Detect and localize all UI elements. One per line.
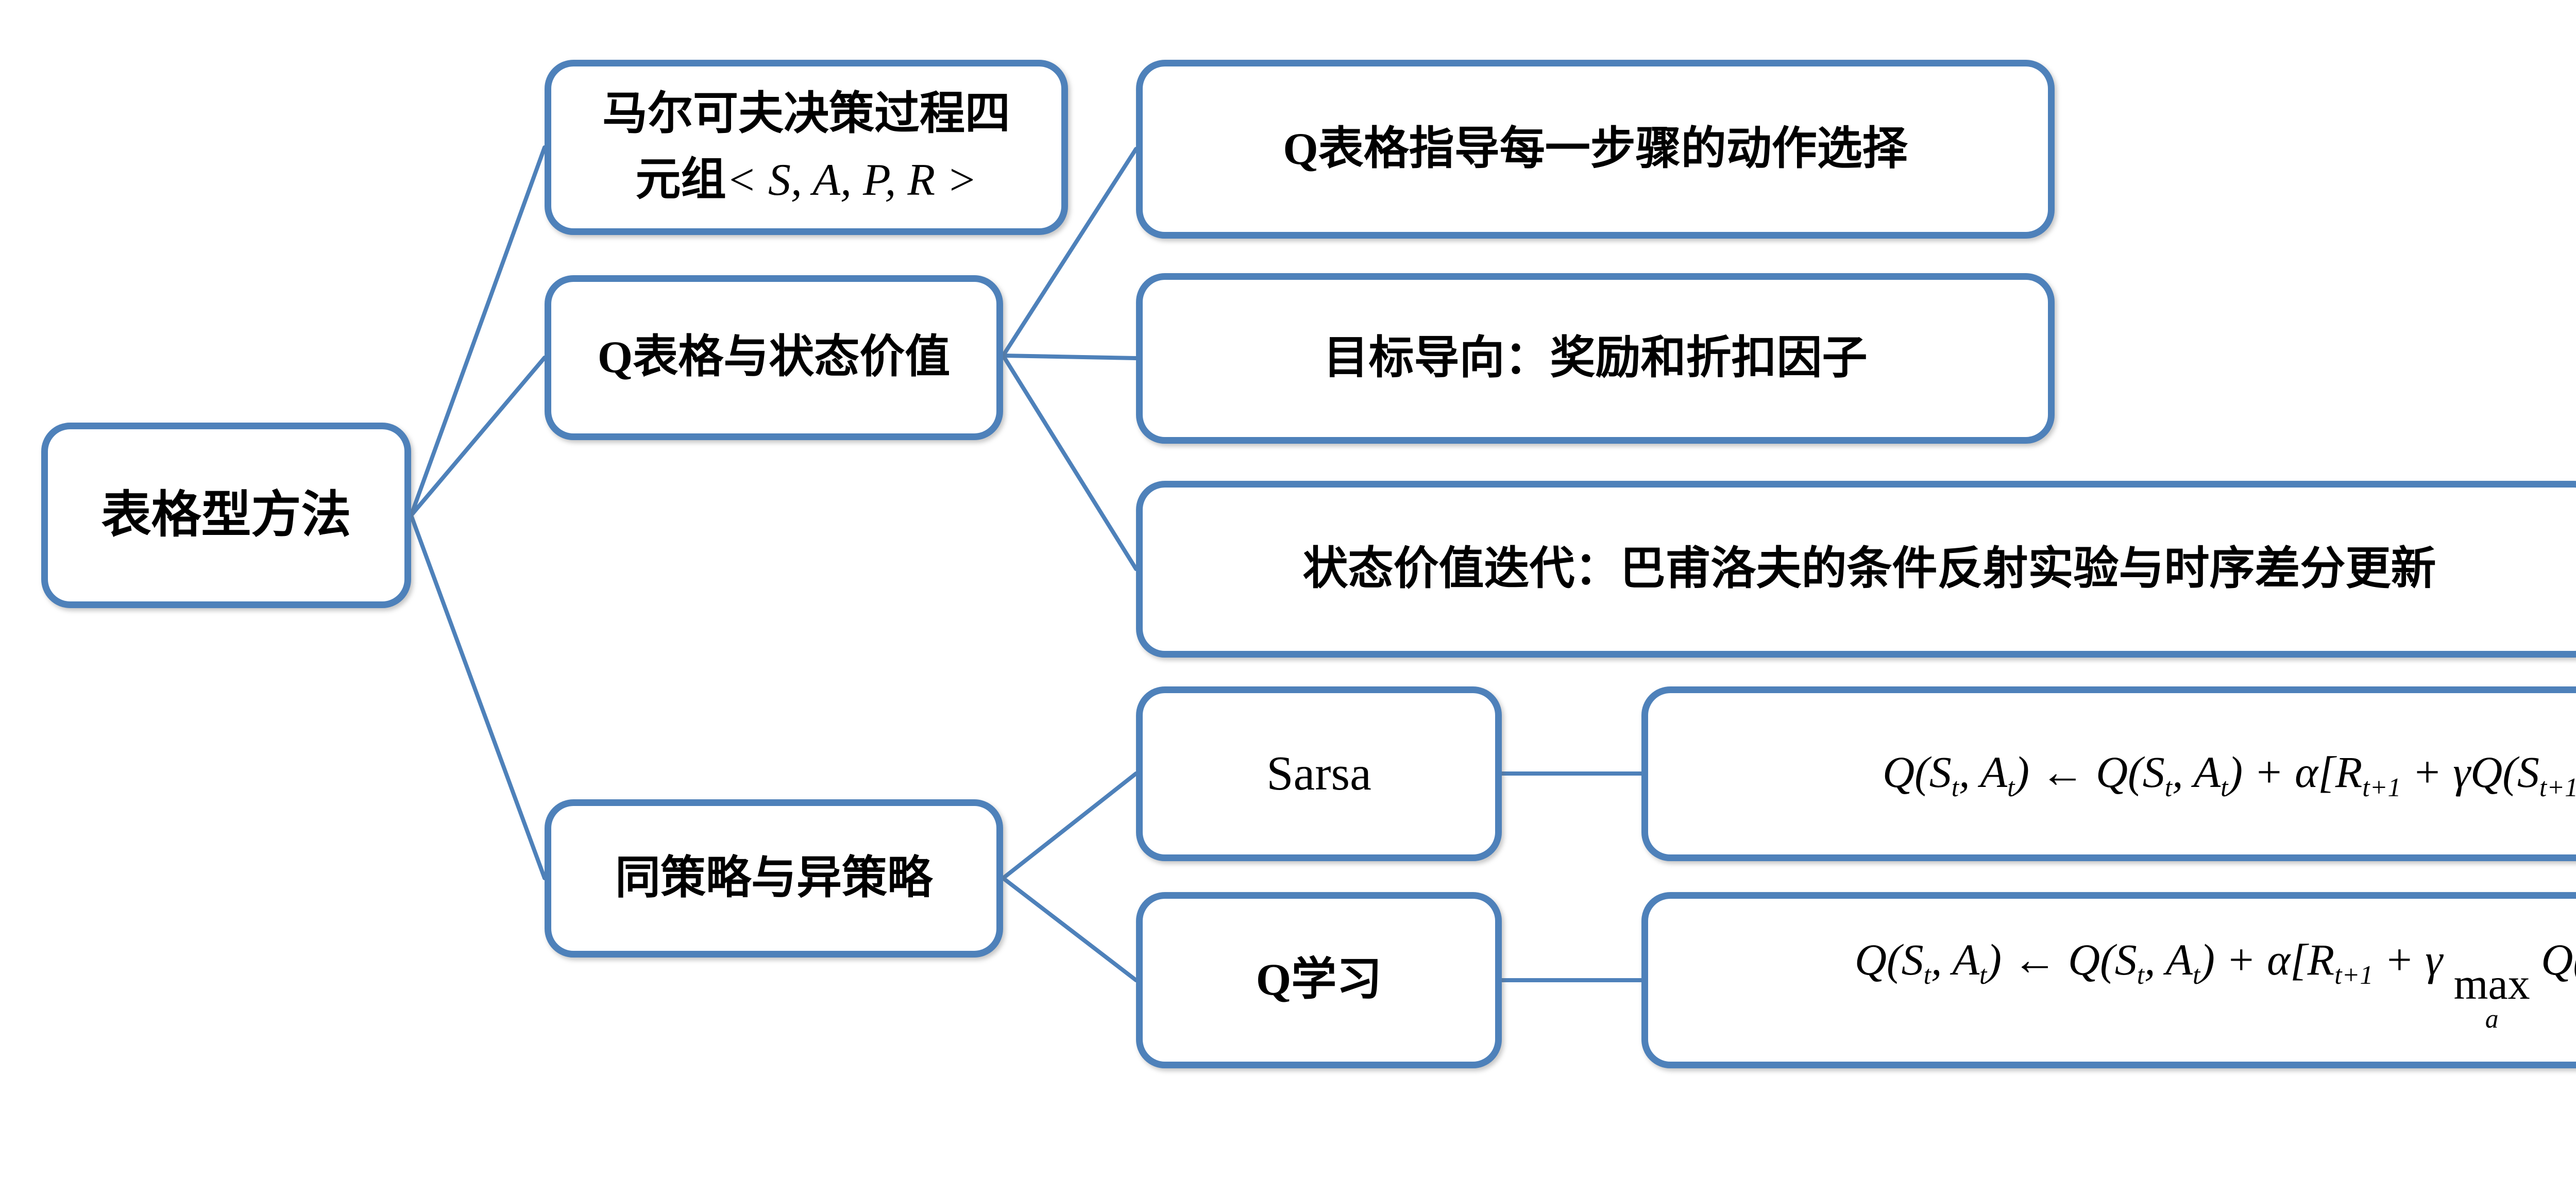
- action-selection-node: Q表格指导每一步骤的动作选择: [1136, 60, 2055, 239]
- mdp-tuple-label: 马尔可夫决策过程四元组< S, A, P, R >: [602, 89, 1010, 205]
- sarsa-label: Sarsa: [1266, 747, 1371, 801]
- connector-qtable-goal: [1001, 354, 1138, 360]
- connector-root-qtable: [409, 356, 547, 517]
- mdp-tuple-node: 马尔可夫决策过程四元组< S, A, P, R >: [545, 60, 1068, 235]
- goal-oriented-node: 目标导向：奖励和折扣因子: [1136, 273, 2055, 444]
- root-node-label: 表格型方法: [101, 487, 351, 543]
- connector-onoff-sarsa: [1001, 771, 1138, 880]
- connector-qtable-guide: [1001, 147, 1138, 358]
- goal-oriented-label: 目标导向：奖励和折扣因子: [1323, 333, 1868, 383]
- sarsa-node: Sarsa: [1136, 686, 1502, 861]
- q-learning-node: Q学习: [1136, 892, 1502, 1068]
- connector-root-mdp: [409, 145, 547, 517]
- state-value-iteration-node: 状态价值迭代：巴甫洛夫的条件反射实验与时序差分更新: [1136, 481, 2576, 658]
- action-selection-label: Q表格指导每一步骤的动作选择: [1283, 124, 1908, 174]
- root-node-tabular-methods: 表格型方法: [41, 423, 411, 608]
- state-value-iteration-label: 状态价值迭代：巴甫洛夫的条件反射实验与时序差分更新: [1302, 544, 2436, 594]
- on-off-policy-label: 同策略与异策略: [615, 853, 933, 903]
- connector-qtable-iter: [1001, 354, 1138, 571]
- q-learning-label: Q学习: [1256, 955, 1382, 1005]
- on-off-policy-node: 同策略与异策略: [545, 799, 1003, 958]
- connector-onoff-qlearn: [1001, 876, 1138, 982]
- sarsa-formula-node: Q(St, At) ← Q(St, At) + α[Rt+1 + γQ(St+1…: [1641, 686, 2576, 861]
- q-table-state-value-label: Q表格与状态价值: [597, 332, 951, 383]
- connector-root-onoff: [409, 513, 547, 880]
- sarsa-formula-text: Q(St, At) ← Q(St, At) + α[Rt+1 + γQ(St+1…: [1882, 747, 2576, 803]
- q-table-state-value-node: Q表格与状态价值: [545, 275, 1003, 440]
